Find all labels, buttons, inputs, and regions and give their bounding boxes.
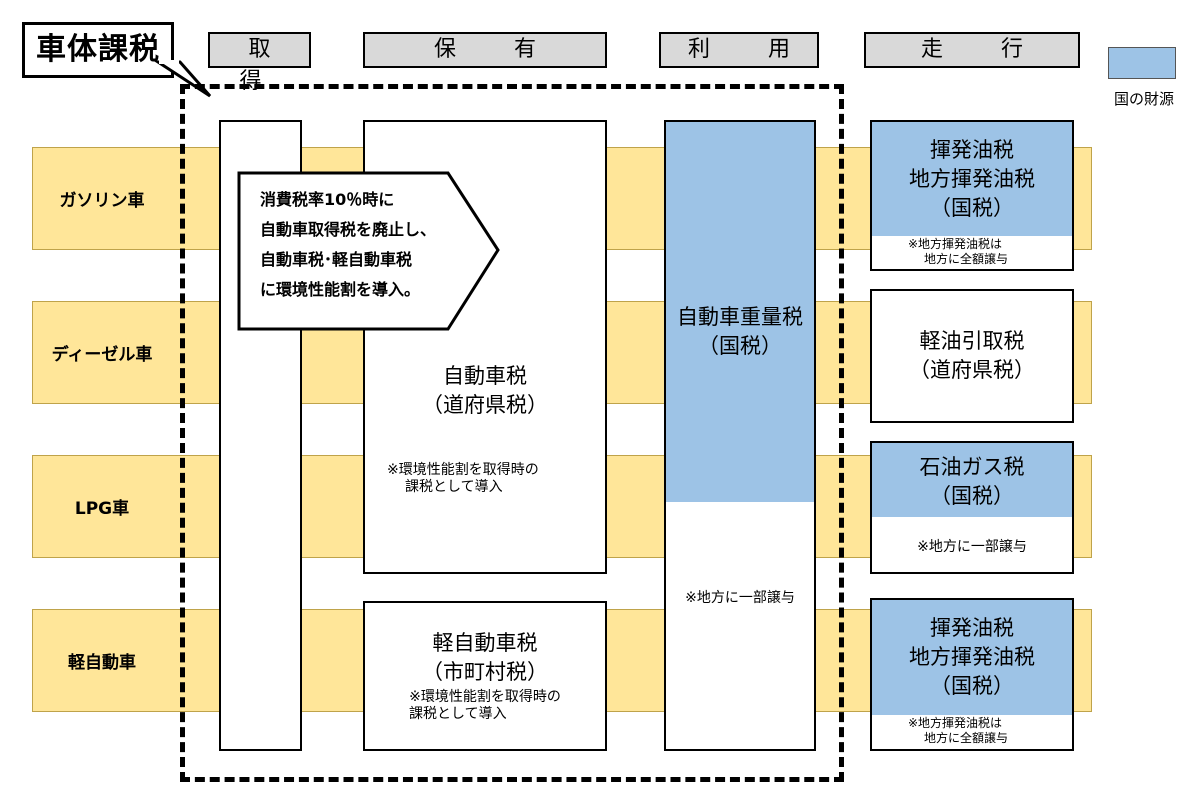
weight-tax-note: ※地方に一部譲与 — [685, 590, 795, 606]
kei-fuel-tax-note1: ※地方揮発油税は — [908, 716, 1003, 730]
stage-header-driving: 走 行 — [864, 32, 1080, 68]
kei-fuel-tax-line3: （国税） — [930, 674, 1014, 698]
kei-fuel-tax-box: 揮発油税 地方揮発油税 （国税） ※地方揮発油税は 地方に全額譲与 — [870, 598, 1074, 751]
diesel-tax-box: 軽油引取税 （道府県税） — [870, 289, 1074, 423]
weight-tax-name: 自動車重量税 — [677, 305, 803, 329]
light-vehicle-tax-name: 軽自動車税 — [432, 631, 538, 655]
stage-header-acquisition: 取 得 — [208, 32, 311, 94]
vehicle-label-diesel: ディーゼル車 — [51, 345, 153, 365]
callout-line4: に環境性能割を導入。 — [260, 280, 421, 299]
automobile-tax-sub: （道府県税） — [422, 393, 548, 417]
callout-text: 消費税率10％時に 自動車取得税を廃止し、 自動車税･軽自動車税 に環境性能割を… — [260, 185, 480, 305]
lpg-tax-line2: （国税） — [930, 484, 1014, 508]
automobile-tax-note1: ※環境性能割を取得時の — [387, 462, 539, 478]
callout-line1: 消費税率10％時に — [260, 190, 395, 209]
gasoline-tax-line2: 地方揮発油税 — [909, 167, 1035, 191]
gasoline-tax-national-portion — [872, 122, 1072, 236]
kei-fuel-tax-line2: 地方揮発油税 — [909, 645, 1035, 669]
gasoline-tax-note2: 地方に全額譲与 — [924, 252, 1009, 266]
gasoline-tax-line3: （国税） — [930, 196, 1014, 220]
lpg-tax-note: ※地方に一部譲与 — [917, 539, 1027, 555]
light-vehicle-tax-sub: （市町村税） — [422, 660, 548, 684]
weight-tax-national-portion — [666, 122, 814, 502]
lpg-tax-box: 石油ガス税 （国税） ※地方に一部譲与 — [870, 441, 1074, 574]
vehicle-label-gasoline: ガソリン車 — [59, 191, 145, 211]
lpg-tax-line1: 石油ガス税 — [919, 455, 1025, 479]
diesel-tax-line1: 軽油引取税 — [919, 329, 1025, 353]
callout-arrow — [237, 171, 500, 331]
gasoline-tax-box: 揮発油税 地方揮発油税 （国税） ※地方揮発油税は 地方に全額譲与 — [870, 120, 1074, 271]
automobile-tax-name: 自動車税 — [443, 364, 527, 388]
weight-tax-box: 自動車重量税 （国税） ※地方に一部譲与 — [664, 120, 816, 751]
light-vehicle-tax-note2: 課税として導入 — [409, 706, 507, 722]
stage-header-use: 利 用 — [659, 32, 819, 68]
kei-fuel-tax-line1: 揮発油税 — [930, 616, 1014, 640]
vehicle-label-kei: 軽自動車 — [68, 653, 136, 673]
diagram-title: 車体課税 — [22, 22, 174, 78]
vehicle-body-tax-group — [180, 84, 844, 782]
callout-line3: 自動車税･軽自動車税 — [260, 250, 413, 269]
kei-fuel-tax-note2: 地方に全額譲与 — [924, 731, 1009, 745]
kei-fuel-tax-national-portion — [872, 600, 1072, 715]
lpg-tax-national-portion — [872, 443, 1072, 517]
diesel-tax-line2: （道府県税） — [909, 358, 1035, 382]
gasoline-tax-note1: ※地方揮発油税は — [908, 237, 1003, 251]
legend-swatch-national — [1108, 47, 1176, 79]
gasoline-tax-line1: 揮発油税 — [930, 138, 1014, 162]
legend-label: 国の財源 — [1113, 90, 1174, 108]
light-vehicle-tax-note1: ※環境性能割を取得時の — [409, 689, 561, 705]
vehicle-label-lpg: LPG車 — [74, 499, 130, 519]
automobile-tax-note2: 課税として導入 — [405, 479, 503, 495]
stage-header-ownership: 保 有 — [363, 32, 607, 68]
light-vehicle-tax-box: 軽自動車税 （市町村税） ※環境性能割を取得時の 課税として導入 — [363, 601, 607, 751]
callout-line2: 自動車取得税を廃止し、 — [260, 220, 437, 239]
weight-tax-sub: （国税） — [698, 334, 782, 358]
